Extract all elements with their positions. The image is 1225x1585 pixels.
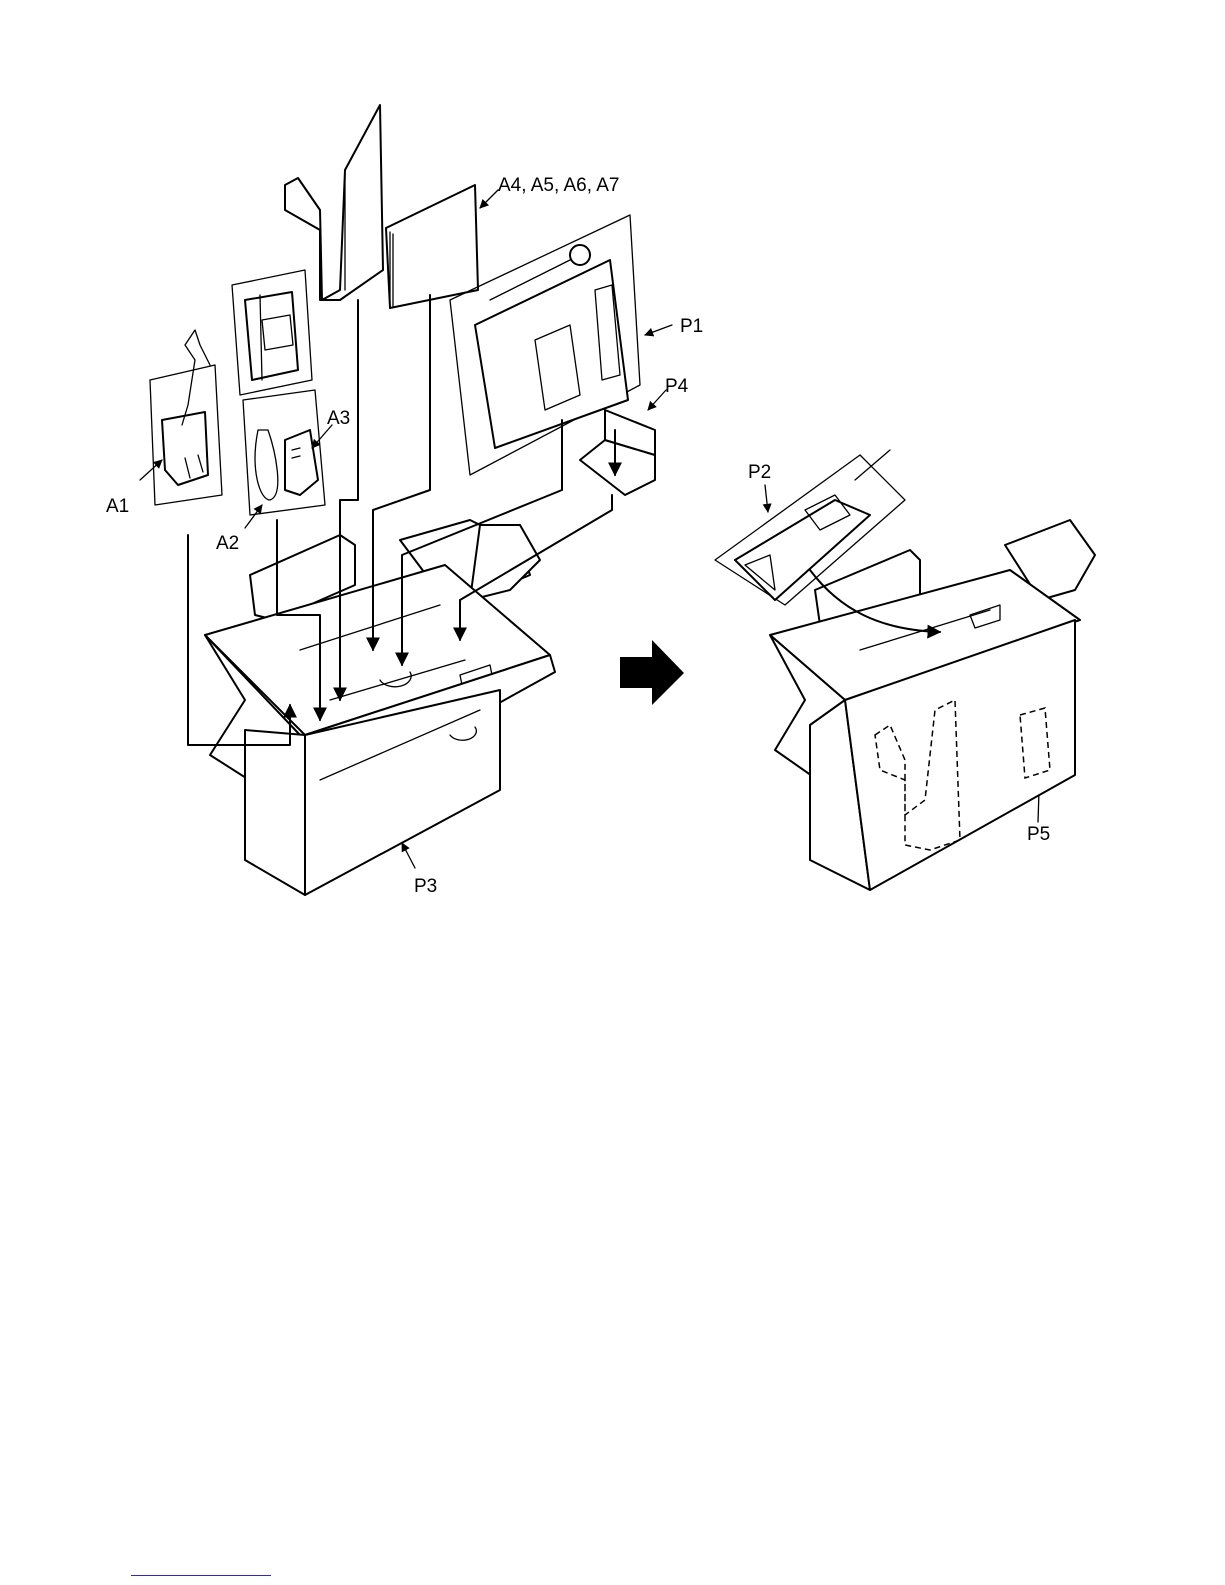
ac-adapter-a1 [150, 330, 222, 505]
carton-left-p3 [205, 520, 555, 895]
label-p4: P4 [665, 376, 689, 397]
label-p5: P5 [1027, 824, 1050, 845]
label-p3: P3 [414, 876, 437, 897]
label-a2: A2 [216, 533, 239, 554]
label-a3: A3 [327, 408, 350, 429]
label-p1: P1 [680, 316, 703, 337]
label-p2: P2 [748, 462, 771, 483]
label-a1: A1 [106, 496, 129, 517]
right-arrow-icon [620, 640, 684, 705]
footer-link-underline[interactable] [131, 1575, 271, 1576]
manuals-a4-a7 [386, 185, 478, 308]
charger-bag [232, 270, 312, 395]
cord-and-clip-a2-a3 [243, 390, 325, 515]
label-a4-a7: A4, A5, A6, A7 [498, 175, 620, 196]
insert-p4 [580, 410, 655, 495]
